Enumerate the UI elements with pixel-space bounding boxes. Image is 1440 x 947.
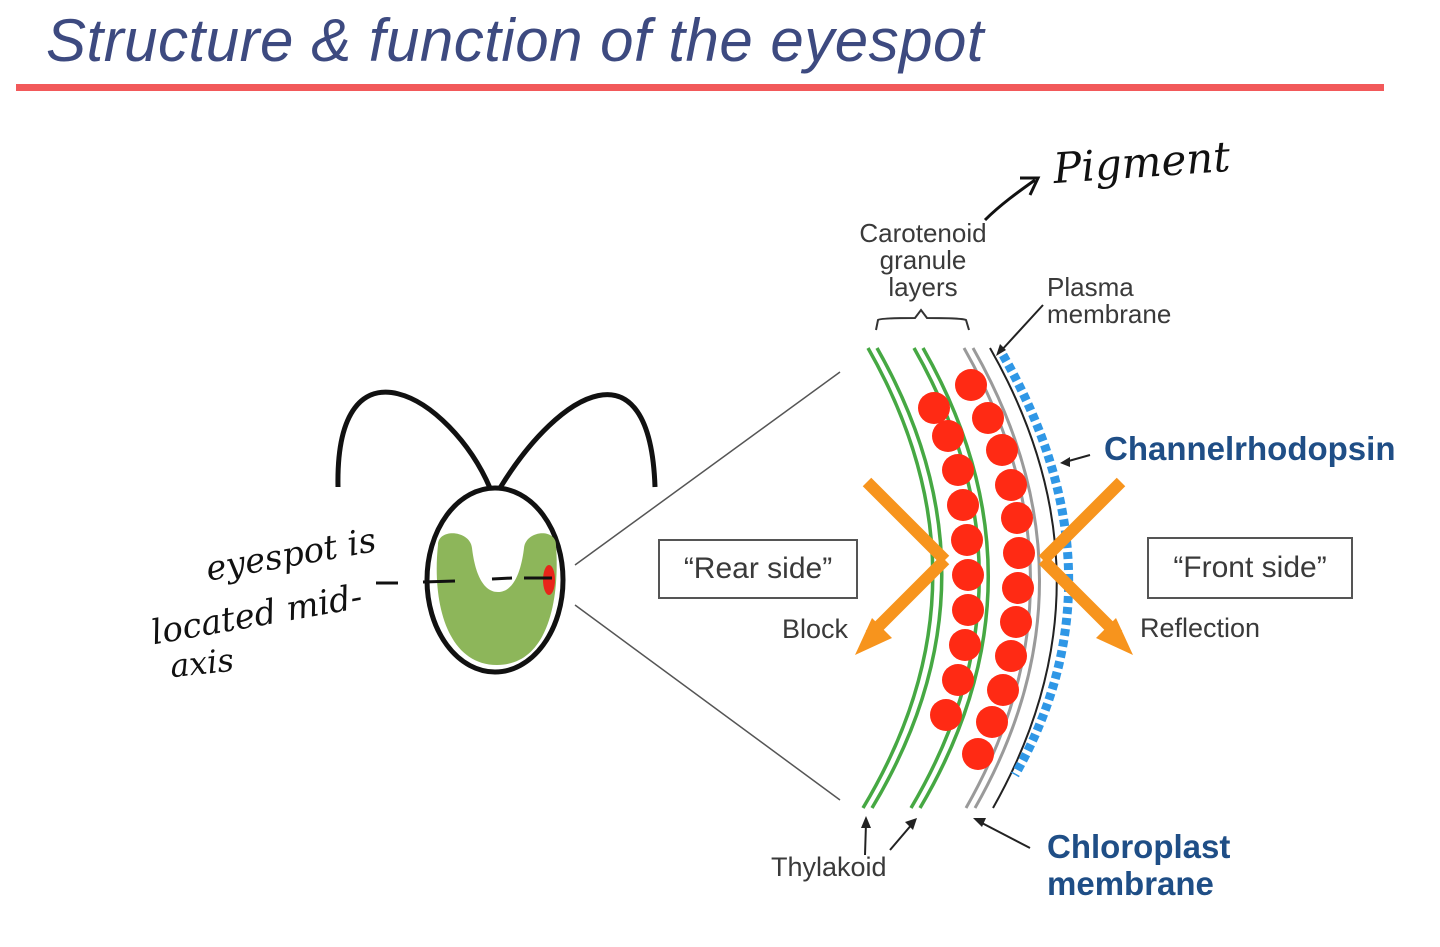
plasma-label-line2: membrane (1047, 299, 1172, 329)
reflection-arrowhead (1096, 618, 1133, 655)
block-arrow-incoming (862, 477, 950, 565)
cell-illustration (335, 389, 658, 675)
reflection-arrow-outgoing (1038, 555, 1123, 640)
flagellum-left (335, 389, 493, 489)
carotenoid-label: Carotenoid granule layers (852, 220, 994, 301)
front-side-box: “Front side” (1147, 537, 1353, 599)
chloroplast-label-line1: Chloroplast (1047, 828, 1231, 865)
handwritten-pointer-line (376, 576, 552, 585)
zoom-line-top (574, 371, 841, 566)
carotenoid-granules (918, 369, 1035, 770)
carotenoid-label-line3: layers (888, 272, 958, 302)
carotenoid-brace (875, 308, 970, 331)
channelrhodopsin-label: Channelrhodopsin (1104, 430, 1396, 467)
pigment-arrow (983, 178, 1036, 222)
cell-chloroplast (436, 533, 557, 665)
block-label: Block (782, 614, 849, 644)
chloroplast-membrane-label: Chloroplast membrane (1047, 828, 1230, 902)
block-arrowhead (855, 618, 892, 655)
plasma-membrane-label: Plasma membrane (1047, 274, 1171, 328)
channelrhodopsin-layer (999, 352, 1074, 778)
plasma-label-line1: Plasma (1047, 272, 1134, 302)
eyespot-note-line3: axis (168, 640, 236, 686)
reflection-label: Reflection (1140, 613, 1261, 643)
zoom-line-bottom (574, 604, 841, 801)
cell-eyespot (543, 565, 555, 595)
carotenoid-label-line2: granule (879, 245, 967, 275)
chloroplast-label-line2: membrane (1047, 865, 1214, 902)
carotenoid-label-line1: Carotenoid (859, 218, 987, 248)
thylakoid-label: Thylakoid (771, 852, 887, 882)
plasma-pointer (999, 304, 1044, 353)
rear-side-box: “Rear side” (658, 539, 858, 599)
title-underline (16, 84, 1384, 91)
light-arrows (862, 477, 1126, 640)
slide-title: Structure & function of the eyespot (46, 7, 985, 74)
thylakoid-pointers (864, 822, 914, 856)
block-arrow-outgoing (865, 555, 950, 640)
reflection-arrow-incoming (1038, 477, 1126, 565)
chloroplast-pointer (979, 821, 1031, 849)
flagellum-right (497, 392, 658, 490)
